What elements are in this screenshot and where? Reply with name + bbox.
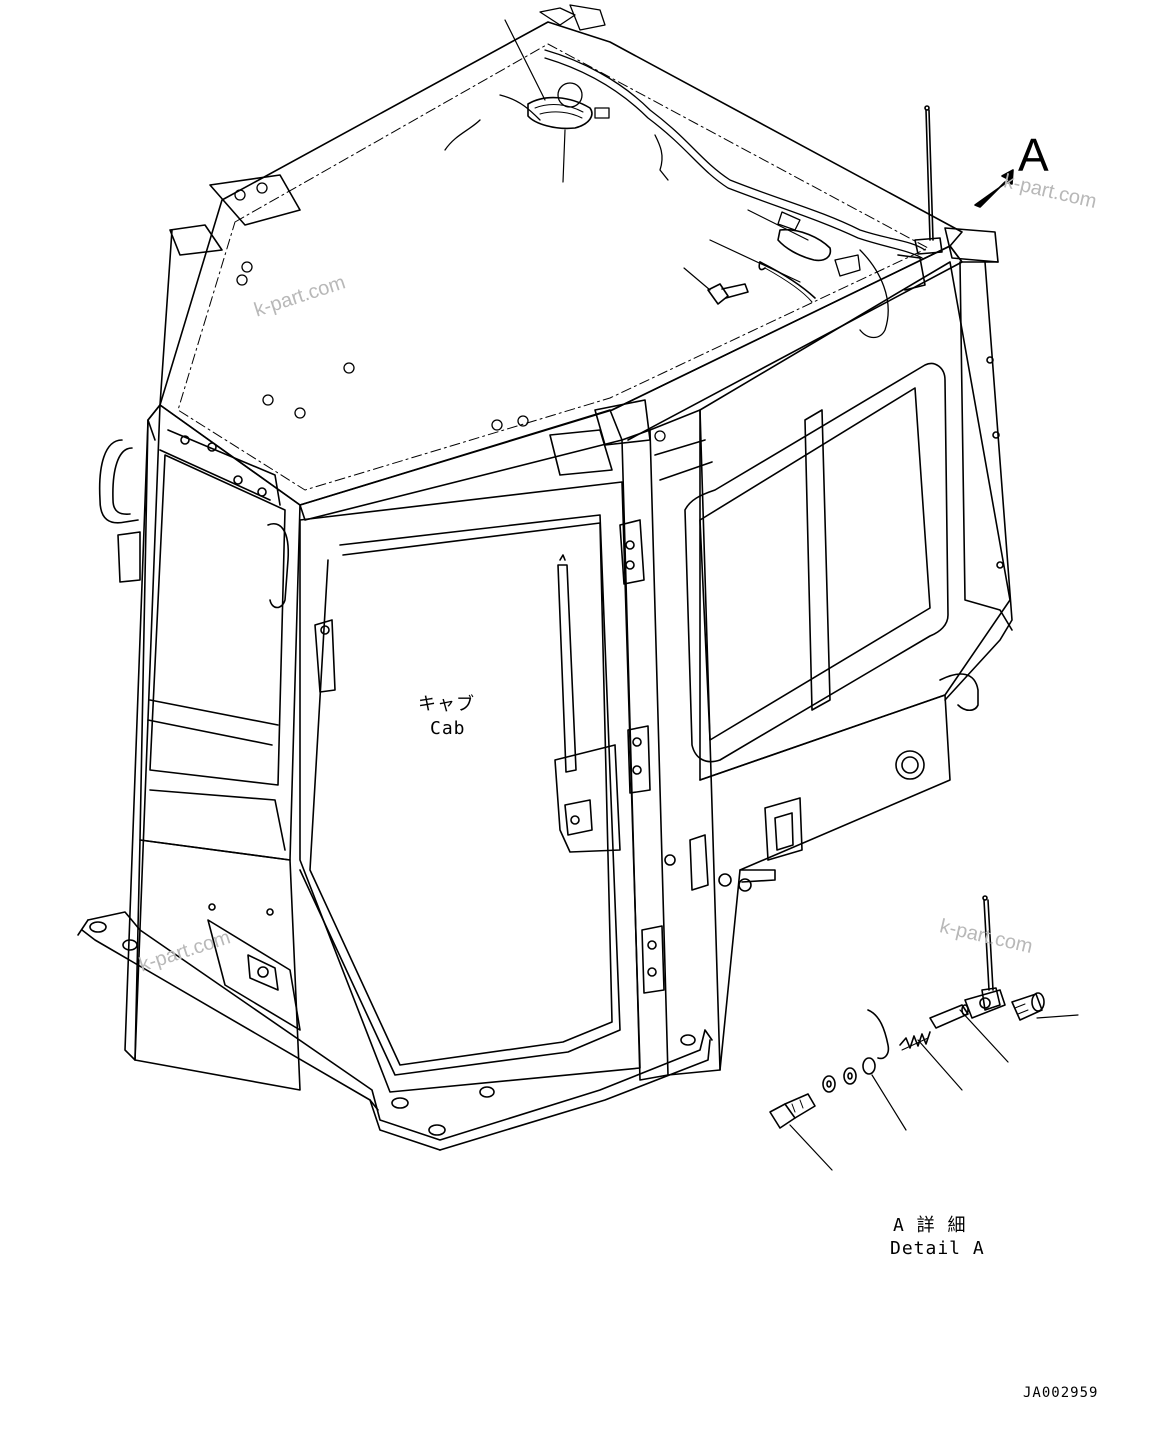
screw <box>707 283 749 305</box>
wire-harness <box>444 4 926 339</box>
roof-lamp-2 <box>758 228 832 303</box>
detail-spacer <box>929 1004 969 1029</box>
detail-washers <box>822 1067 857 1093</box>
cab-door <box>299 481 665 1093</box>
detail-bolt-right <box>1011 992 1045 1021</box>
detail-label-english: Detail A <box>890 1238 985 1259</box>
cab-right-wall <box>684 245 1013 781</box>
cab-label-english: Cab <box>430 718 466 739</box>
roof-antenna <box>897 105 943 291</box>
cab-roof <box>159 21 999 521</box>
drawing-number: JA002959 <box>1023 1385 1099 1401</box>
leader-lines <box>504 19 1079 1171</box>
detail-antenna <box>964 895 1006 1019</box>
cab-pillar <box>621 409 721 1081</box>
detail-spring <box>899 1031 931 1051</box>
cab-base <box>77 911 713 1151</box>
cab-rear-lower <box>664 694 951 1071</box>
detail-wire-terminal <box>862 1009 890 1075</box>
detail-bolt-left <box>769 1093 816 1129</box>
detail-label-japanese: A 詳 細 <box>893 1215 967 1236</box>
cab-label-japanese: キャブ <box>418 694 475 715</box>
detail-arrow <box>974 169 1014 208</box>
detail-marker-letter: A <box>1018 129 1049 181</box>
cab-lower-left <box>134 789 301 1091</box>
dome-lamp <box>527 96 593 130</box>
